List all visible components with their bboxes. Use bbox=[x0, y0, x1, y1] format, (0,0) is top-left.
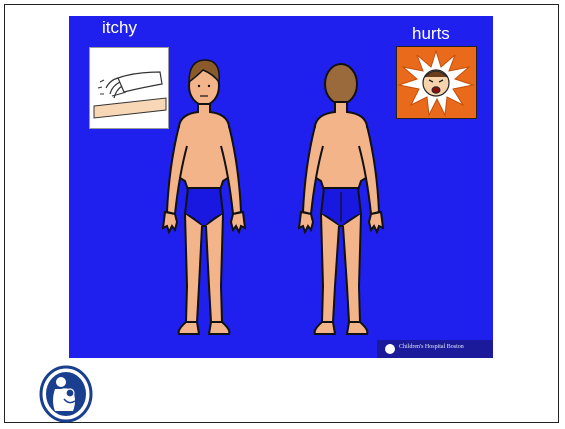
hurts-label: hurts bbox=[412, 24, 450, 44]
page-frame: itchy hurts bbox=[4, 4, 559, 423]
body-back-figure[interactable] bbox=[291, 16, 401, 346]
slide-footer: Children's Hospital Boston bbox=[377, 340, 493, 358]
body-front-figure[interactable] bbox=[157, 16, 267, 346]
pained-face-icon bbox=[397, 47, 476, 118]
hospital-seal-icon bbox=[385, 344, 395, 354]
hurts-picture-card[interactable] bbox=[396, 46, 477, 119]
mother-and-child-logo-icon bbox=[39, 365, 93, 423]
itchy-label: itchy bbox=[102, 18, 137, 38]
slide: itchy hurts bbox=[69, 16, 493, 358]
footer-text: Children's Hospital Boston bbox=[399, 344, 464, 350]
